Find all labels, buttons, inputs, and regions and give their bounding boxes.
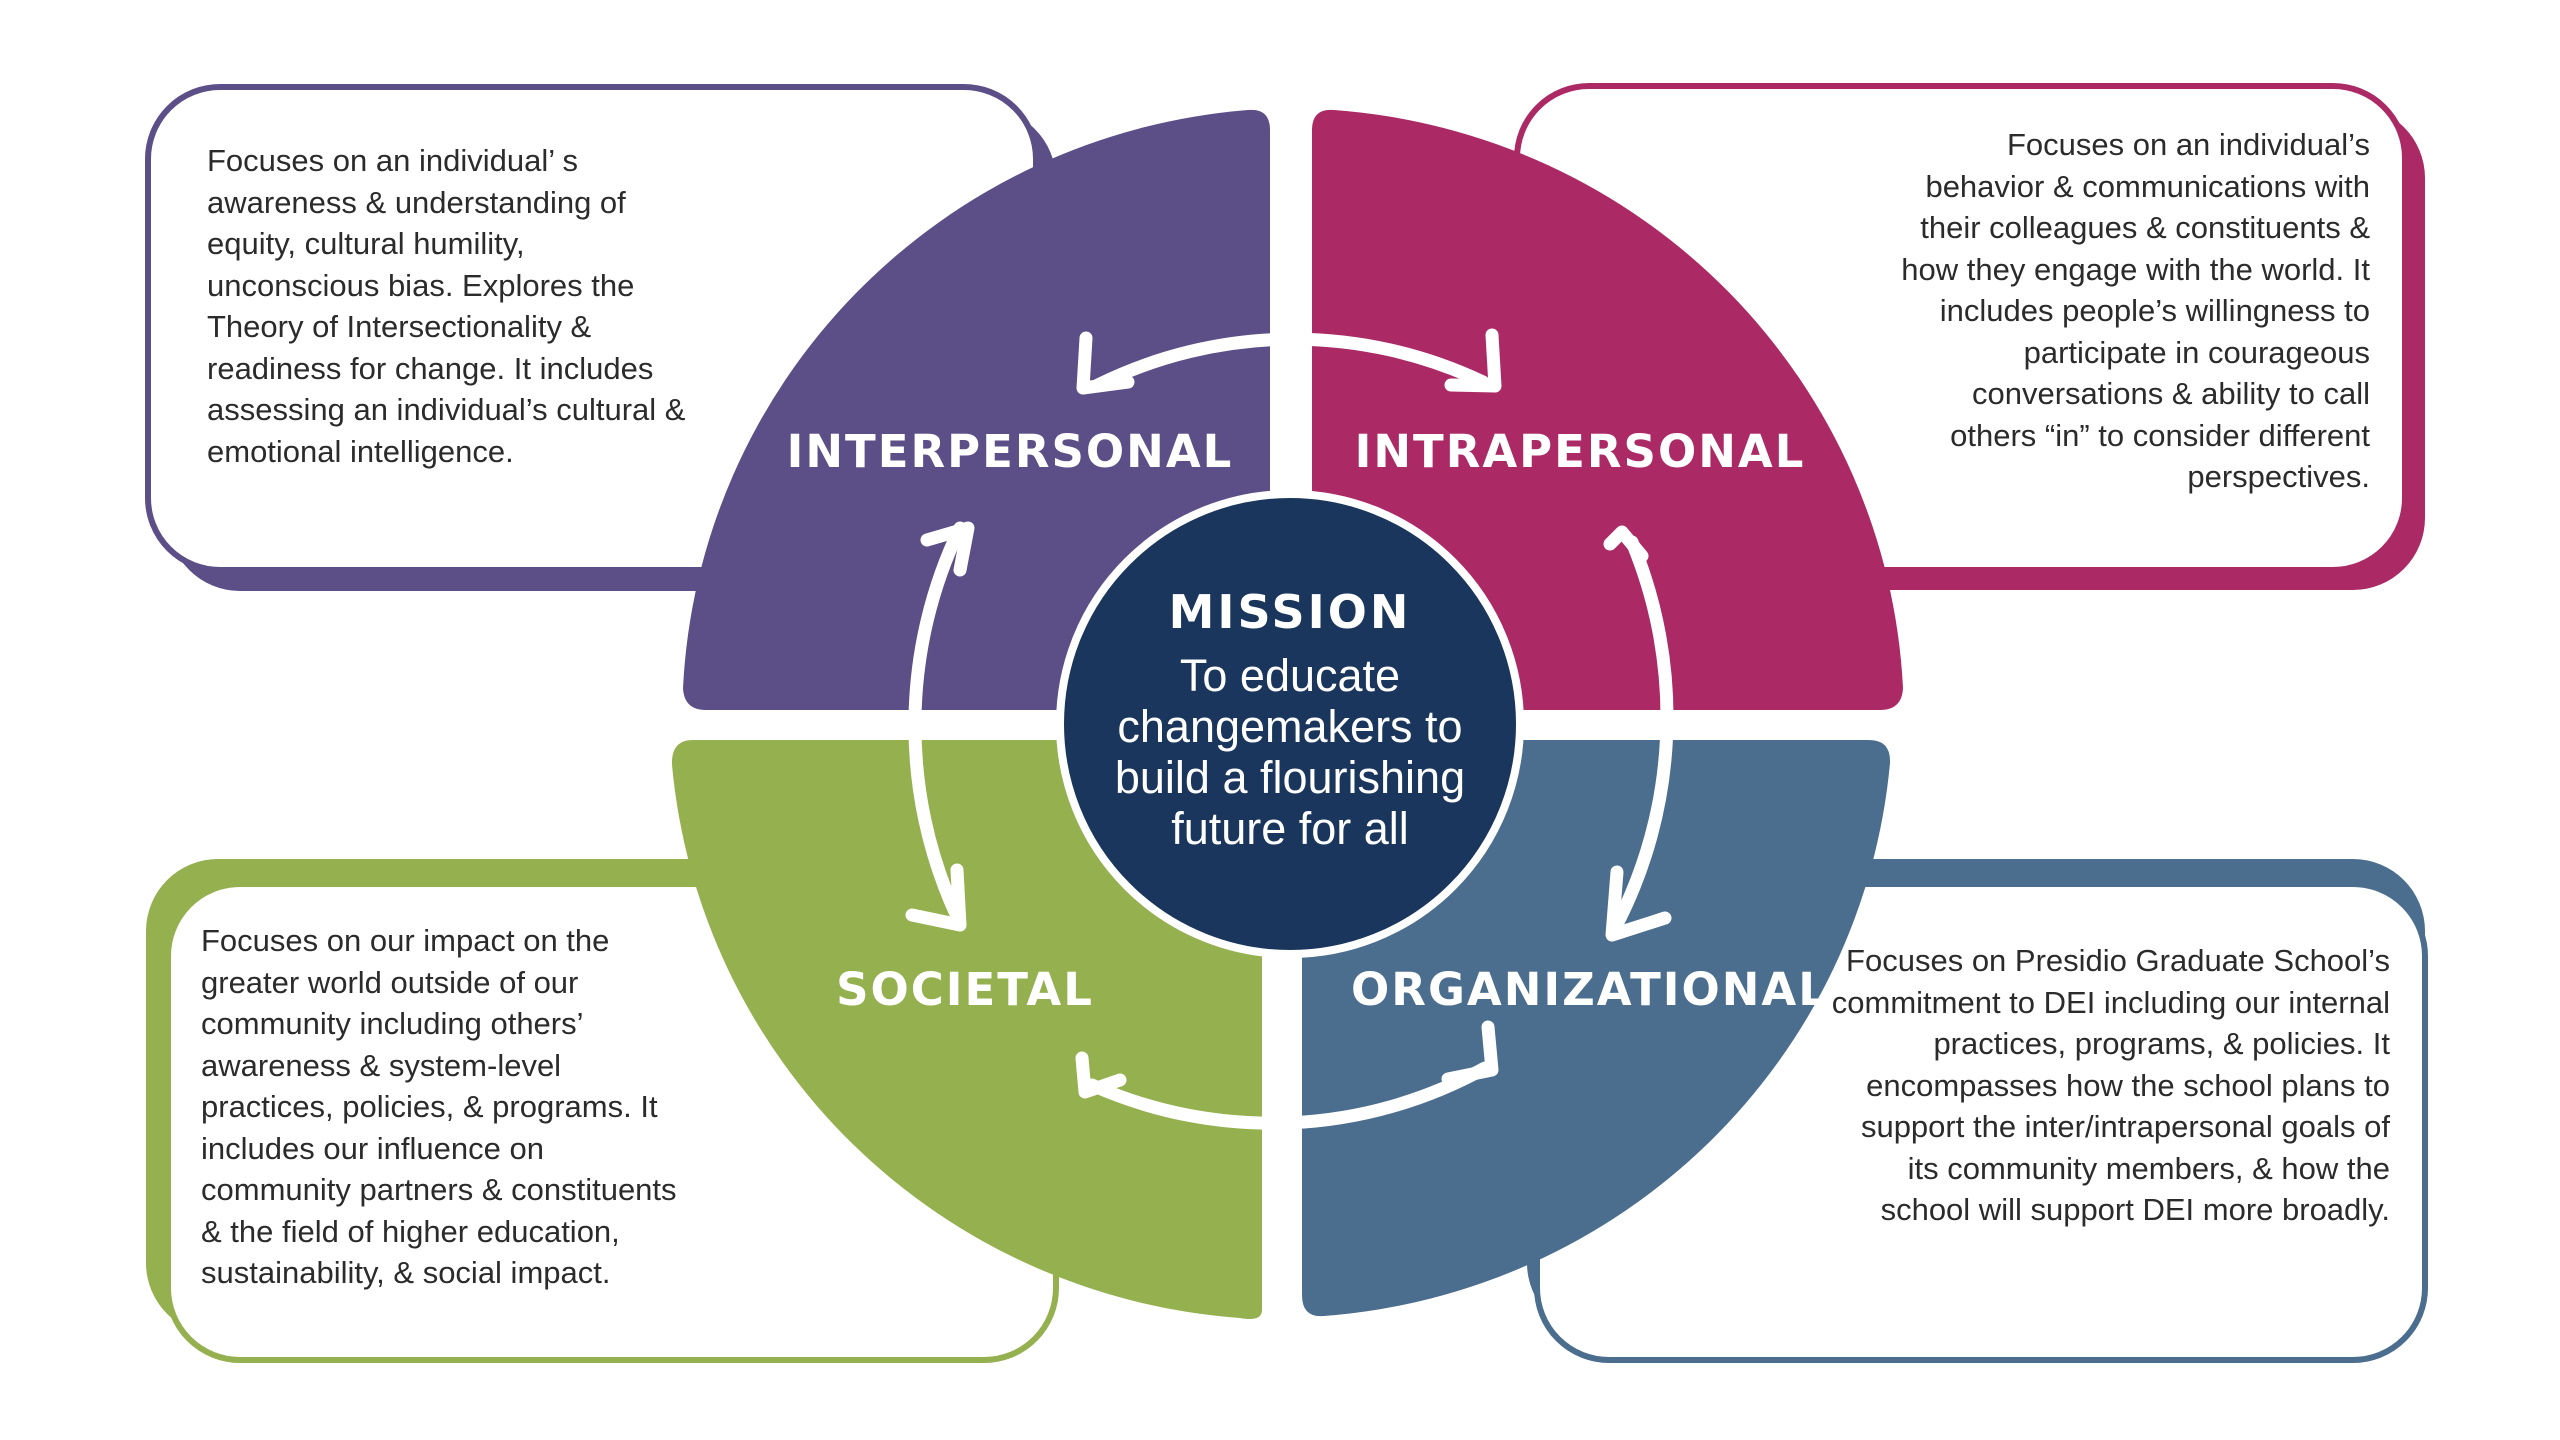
mission-title: MISSION <box>1168 585 1412 639</box>
curved-arrow-icon <box>1603 525 1649 563</box>
curved-arrow-icon <box>1605 865 1672 942</box>
quadrant-societal <box>671 740 1262 1319</box>
societal-description: Focuses on our impact on the greater wor… <box>201 923 677 1290</box>
curved-arrow-icon <box>905 863 967 932</box>
societal-label: SOCIETAL <box>836 963 1094 1016</box>
organizational-description: Focuses on Presidio Graduate School’s co… <box>1831 943 2390 1227</box>
arc-top <box>1091 332 1490 392</box>
intrapersonal-description: Focuses on an individual’s behavior & co… <box>1901 127 2370 494</box>
organizational-label: ORGANIZATIONAL <box>1351 963 1829 1016</box>
interpersonal-description: Focuses on an individual’ s awareness & … <box>207 143 686 469</box>
arc-right <box>1608 535 1674 935</box>
curved-arrow-icon <box>1075 1051 1127 1099</box>
curved-arrow-icon <box>1076 331 1135 395</box>
curved-arrow-icon <box>1441 1020 1499 1086</box>
arc-left <box>908 521 967 919</box>
curved-arrow-icon <box>920 521 975 577</box>
curved-arrow-icon <box>1444 328 1502 393</box>
intrapersonal-label: INTRAPERSONAL <box>1354 425 1806 478</box>
mission-statement: To educate changemakers to build a flour… <box>1114 650 1466 854</box>
quadrant-intrapersonal <box>1312 109 1903 711</box>
arc-bottom <box>1085 1061 1492 1130</box>
interpersonal-label: INTERPERSONAL <box>786 425 1234 478</box>
mission-circle <box>1056 490 1524 958</box>
